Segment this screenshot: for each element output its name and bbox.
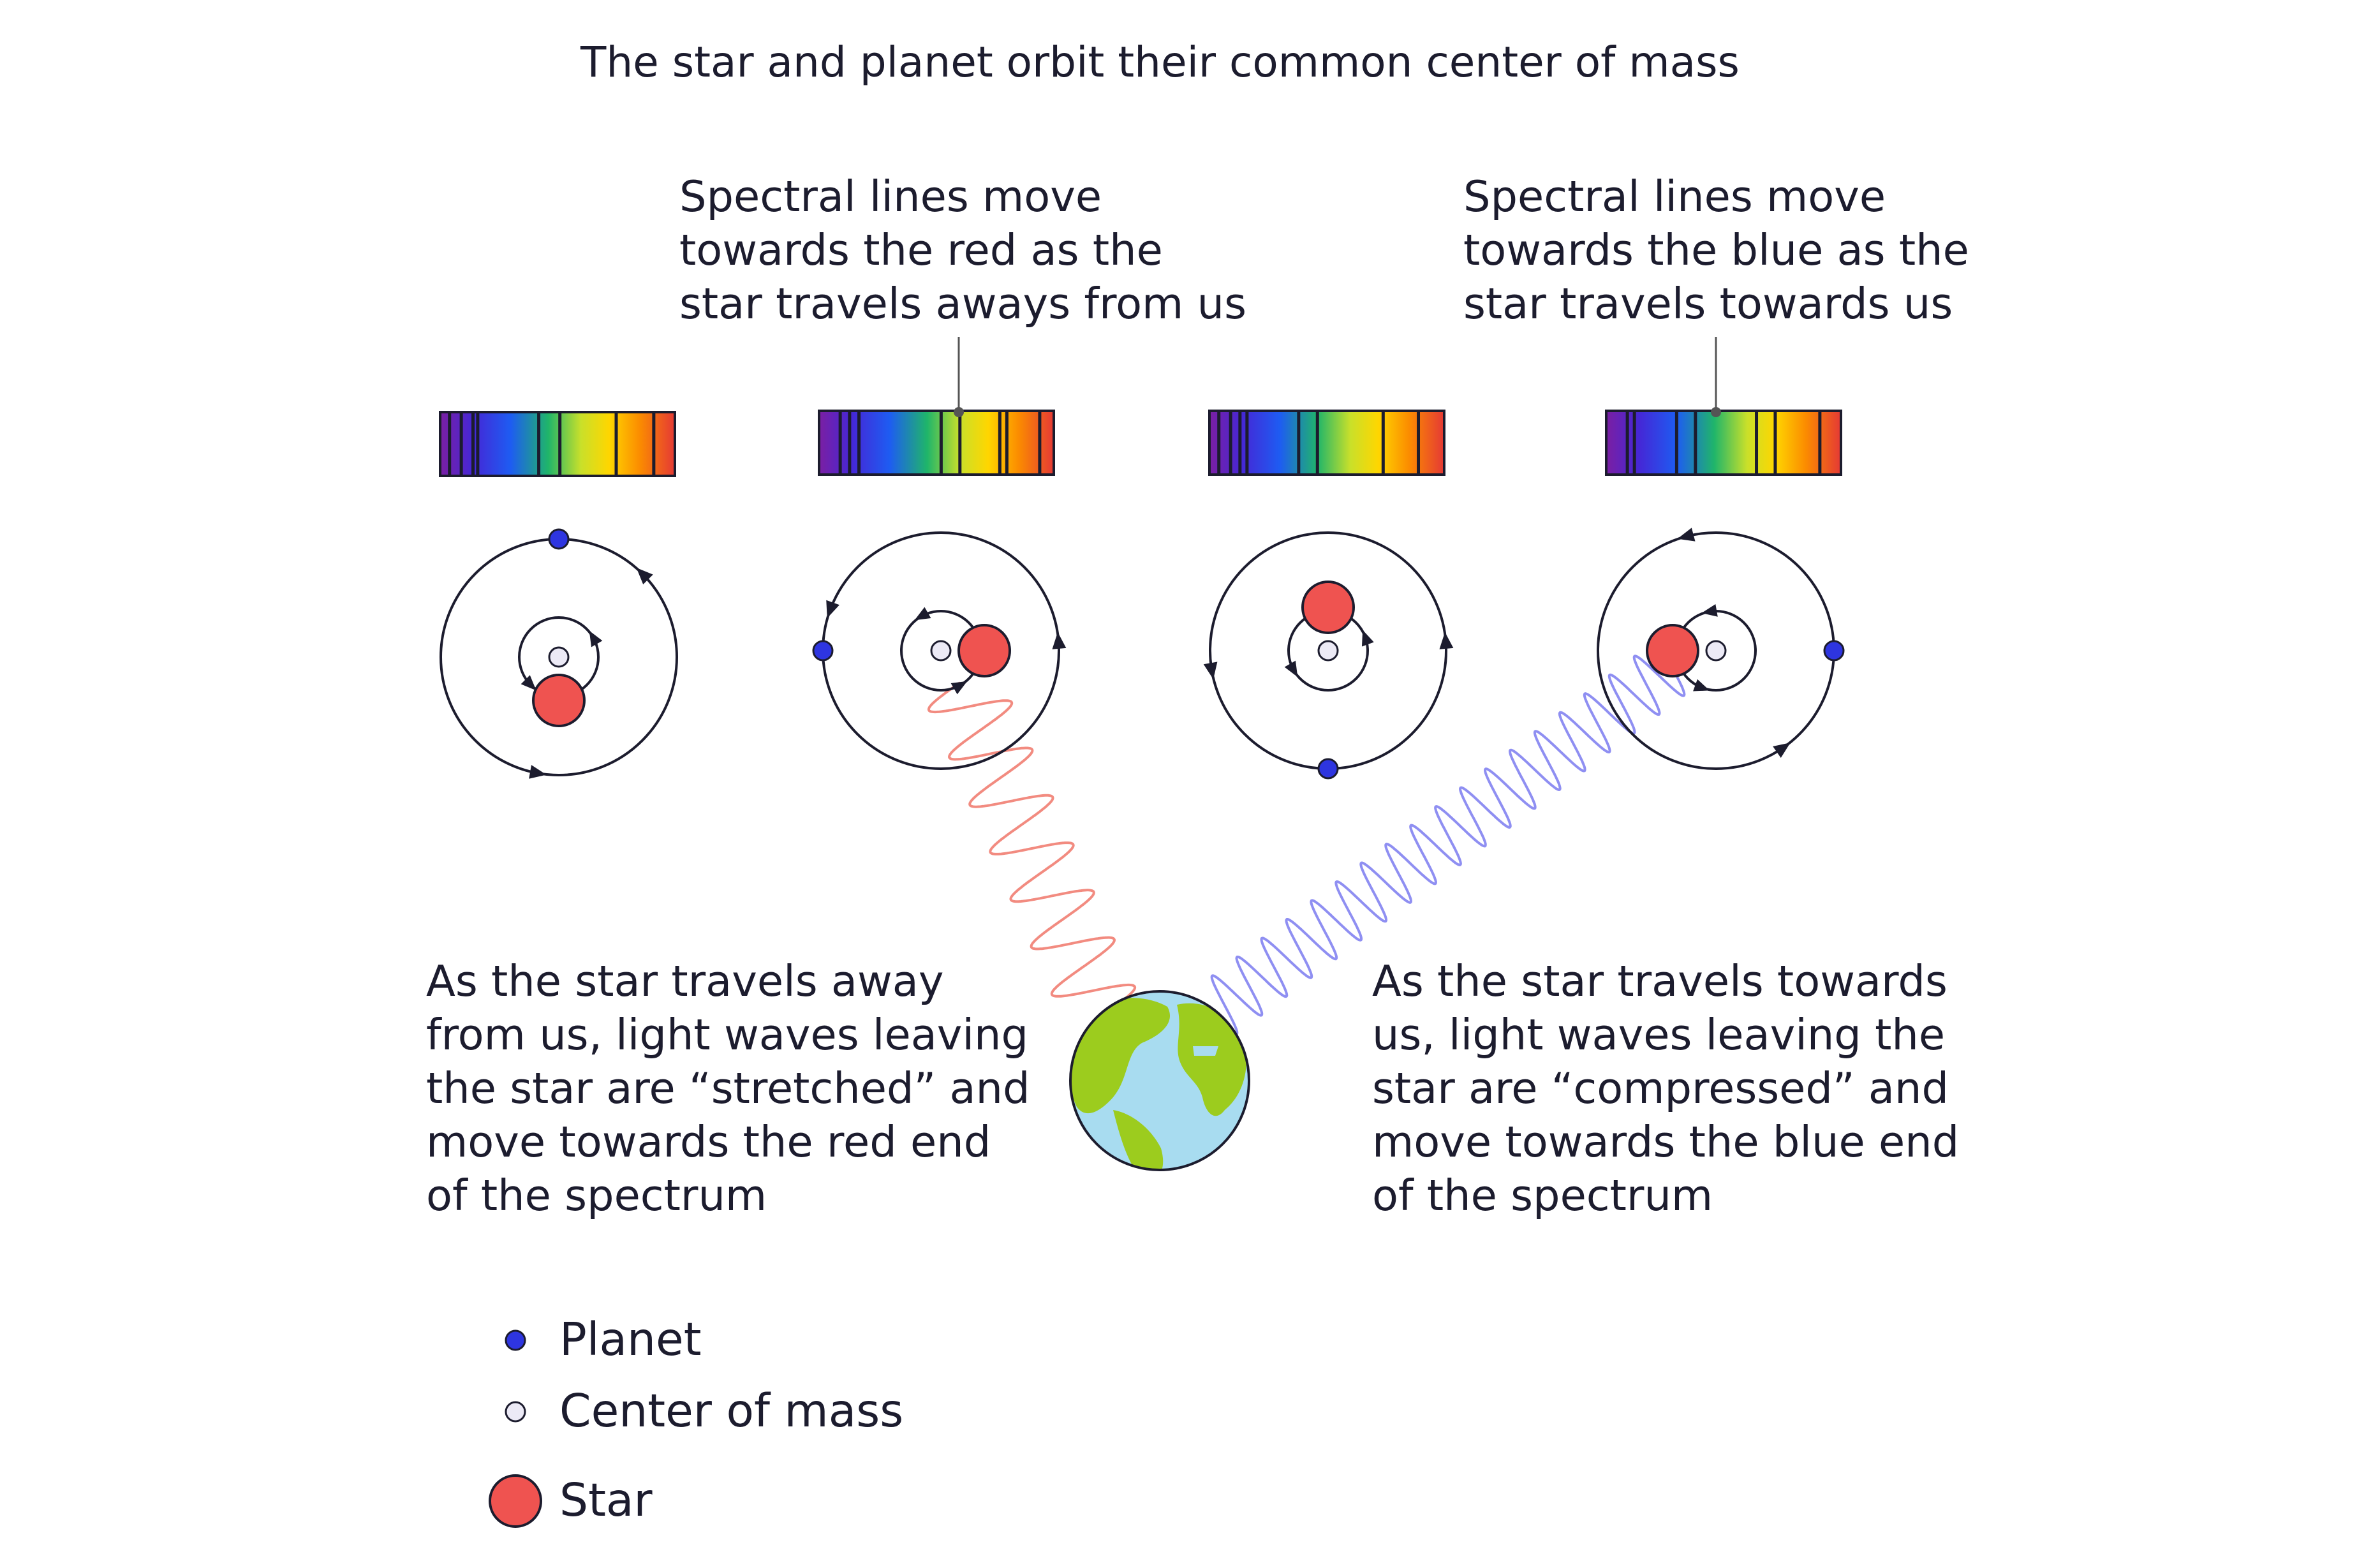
orbit-direction-arrow <box>589 630 603 648</box>
orbit-direction-arrow <box>1773 743 1791 759</box>
orbit-system <box>1203 531 1454 780</box>
legend-star-icon <box>489 1474 542 1528</box>
orbit-system <box>1597 528 1845 770</box>
planet <box>1823 640 1845 662</box>
spectrum-bar <box>1605 410 1842 476</box>
planet <box>548 528 570 550</box>
orbit-direction-arrow <box>636 567 653 585</box>
blue-light-wave <box>1210 635 1686 1036</box>
planet <box>812 640 834 662</box>
diagram-title: The star and planet orbit their common c… <box>580 38 1740 87</box>
red-light-wave <box>927 681 1137 1016</box>
orbit-direction-arrow <box>1284 660 1298 677</box>
orbit-direction-arrow <box>914 607 931 621</box>
orbit-direction-arrow <box>1203 662 1218 679</box>
orbit-systems <box>440 528 1845 780</box>
callout-leader-blue <box>1711 337 1721 417</box>
spectrum-bar <box>1208 410 1445 476</box>
orbit-direction-arrow <box>521 675 536 691</box>
star <box>532 674 586 727</box>
star <box>957 624 1011 677</box>
orbit-direction-arrow <box>1361 630 1374 647</box>
center-of-mass <box>548 646 570 668</box>
legend-star-label: Star <box>559 1474 653 1527</box>
spectrum-bar <box>439 411 676 477</box>
callout-leader-red <box>954 337 964 417</box>
legend-center-of-mass-icon <box>505 1401 526 1423</box>
star <box>1301 581 1355 634</box>
blueshift-callout: Spectral lines move towards the blue as … <box>1463 172 1969 329</box>
star <box>1646 624 1699 677</box>
legend <box>489 1329 542 1528</box>
orbit-direction-arrow <box>1439 632 1454 649</box>
redshift-callout: Spectral lines move towards the red as t… <box>679 172 1246 329</box>
towards-description: As the star travels towards us, light wa… <box>1372 956 1960 1220</box>
spectra <box>439 410 1842 477</box>
orbit-direction-arrow <box>1701 604 1718 617</box>
orbit-direction-arrow <box>1693 679 1710 692</box>
planet <box>1317 758 1339 780</box>
orbit-system <box>812 531 1067 770</box>
orbit-direction-arrow <box>950 681 968 695</box>
orbit-direction-arrow <box>826 600 839 618</box>
legend-planet-label: Planet <box>559 1313 702 1366</box>
legend-center-of-mass-label: Center of mass <box>559 1384 904 1437</box>
orbit-system <box>440 528 678 779</box>
orbit-direction-arrow <box>1052 632 1067 649</box>
orbit-direction-arrow <box>529 765 547 779</box>
away-description: As the star travels away from us, light … <box>426 956 1030 1220</box>
orbit-direction-arrow <box>1677 528 1696 542</box>
center-of-mass <box>1317 640 1339 662</box>
earth-icon <box>1069 990 1250 1171</box>
legend-planet-icon <box>505 1329 526 1351</box>
center-of-mass <box>930 640 952 662</box>
center-of-mass <box>1705 640 1727 662</box>
spectrum-bar <box>818 410 1055 476</box>
